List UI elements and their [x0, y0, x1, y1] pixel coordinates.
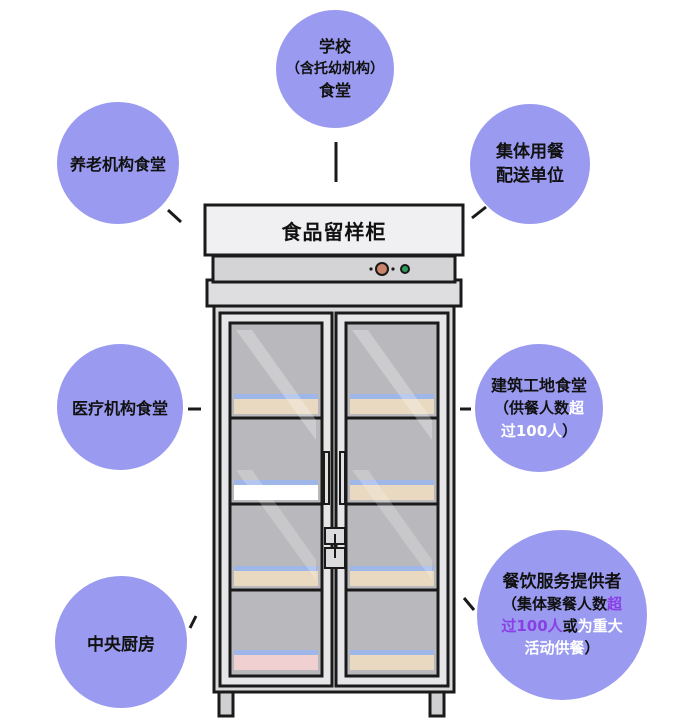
food-containers: [350, 566, 434, 571]
node-catering-line3c: 为重大: [577, 617, 623, 635]
node-group-meal: 集体用餐 配送单位: [470, 104, 590, 224]
node-catering-line4a: 活动供餐: [524, 639, 585, 657]
node-school-line2: （含托幼机构）: [286, 61, 384, 77]
node-construction-line3b: ）: [562, 421, 578, 440]
node-catering-line4b: ）: [584, 639, 600, 657]
food-containers: [234, 566, 318, 571]
node-construction-line3a: 过100人: [500, 421, 563, 440]
node-construction-line2a: （供餐人数: [493, 398, 569, 417]
food-containers: [350, 394, 434, 399]
small-dot: [369, 267, 373, 271]
food-containers: [350, 480, 434, 485]
glass-reflection: [352, 330, 432, 440]
node-construction: 建筑工地食堂 （供餐人数超 过100人）: [475, 344, 603, 472]
node-catering-line3b: 或: [562, 617, 578, 635]
food-containers: [234, 650, 318, 655]
node-catering-line2a: （集体聚餐人数: [501, 595, 607, 613]
node-catering-line3a: 过100人: [501, 617, 563, 635]
glass-reflection: [236, 470, 316, 580]
node-construction-line2b: 超: [569, 398, 585, 417]
door-handle-left: [323, 451, 330, 505]
node-elderly: 养老机构食堂: [57, 102, 179, 224]
node-catering-line2b: 超: [607, 595, 623, 613]
indicator-light: [400, 264, 410, 274]
cabinet-title: 食品留样柜: [281, 219, 387, 244]
glass-reflection: [236, 330, 316, 440]
node-group-meal-line1: 集体用餐: [496, 142, 564, 162]
node-group-meal-line2: 配送单位: [496, 166, 564, 186]
food-containers: [234, 394, 318, 399]
cabinet-sign: [203, 203, 465, 257]
connector-catering: [462, 597, 476, 611]
node-school-line3: 食堂: [318, 81, 351, 100]
node-construction-line2: （供餐人数超: [494, 397, 584, 420]
connector-group-meal: [471, 205, 487, 220]
connector-elderly: [166, 208, 183, 224]
node-catering: 餐饮服务提供者 （集体聚餐人数超 过100人或为重大 活动供餐）: [477, 530, 647, 700]
food-containers: [350, 650, 434, 655]
connector-central-kitchen: [188, 615, 198, 629]
cabinet-control-panel: [211, 254, 457, 284]
node-medical: 医疗机构食堂: [57, 344, 183, 470]
node-school: 学校 （含托幼机构） 食堂: [276, 10, 394, 128]
node-construction-line3: 过100人）: [501, 420, 577, 443]
node-elderly-label: 养老机构食堂: [69, 155, 166, 174]
node-catering-line4: 活动供餐）: [524, 637, 599, 659]
cabinet-ledge: [205, 278, 463, 308]
food-containers: [234, 480, 318, 485]
door-handle-right: [339, 451, 346, 505]
node-school-line1: 学校: [318, 37, 351, 56]
node-catering-line1: 餐饮服务提供者: [502, 572, 622, 592]
control-knob: [375, 262, 389, 276]
node-construction-line1: 建筑工地食堂: [490, 375, 587, 395]
node-central-kitchen: 中央厨房: [55, 576, 187, 708]
node-medical-label: 医疗机构食堂: [71, 399, 168, 418]
small-dot: [391, 267, 395, 271]
node-catering-line3: 过100人或为重大: [501, 615, 622, 637]
glass-reflection: [352, 470, 432, 580]
node-catering-line2: （集体聚餐人数超: [502, 593, 622, 615]
node-central-kitchen-label: 中央厨房: [87, 634, 155, 655]
